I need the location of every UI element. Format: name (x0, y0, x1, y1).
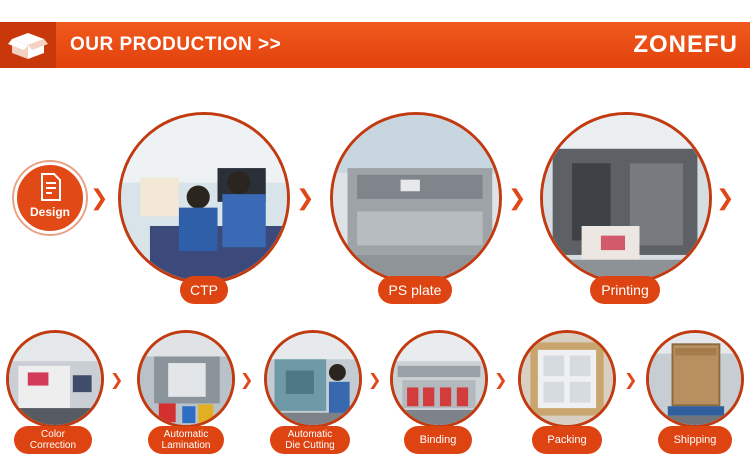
ps-plate-photo (330, 112, 502, 284)
shipping-photo (646, 330, 744, 428)
ctp-photo (118, 112, 290, 284)
packing-label: Packing (532, 426, 602, 454)
document-icon (41, 173, 61, 201)
arrow-icon: ❯ (716, 185, 735, 210)
ctp-label: CTP (180, 276, 228, 304)
arrow-icon: ❯ (110, 372, 124, 389)
arrow-icon: ❯ (296, 185, 315, 210)
printing-photo (540, 112, 712, 284)
binding-photo (390, 330, 488, 428)
printing-label: Printing (590, 276, 660, 304)
lamination-label: Automatic Lamination (148, 426, 224, 454)
ps-plate-label: PS plate (378, 276, 452, 304)
die-cutting-label: Automatic Die Cutting (270, 426, 350, 454)
arrow-icon: ❯ (90, 185, 109, 210)
die-cutting-photo (264, 330, 362, 428)
box-icon (8, 33, 48, 59)
arrow-icon: ❯ (368, 372, 382, 389)
packing-photo (518, 330, 616, 428)
shipping-label: Shipping (658, 426, 732, 454)
header-banner: OUR PRODUCTION >> ZONEFU (0, 22, 750, 68)
arrow-icon: ❯ (508, 185, 527, 210)
arrow-icon: ❯ (624, 372, 638, 389)
design-step: Design (14, 162, 86, 234)
binding-label: Binding (404, 426, 472, 454)
color-correction-photo (6, 330, 104, 428)
brand-name: ZONEFU (633, 31, 738, 58)
banner-title: OUR PRODUCTION >> (70, 34, 282, 55)
arrow-icon: ❯ (494, 372, 508, 389)
lamination-photo (137, 330, 235, 428)
color-correction-label: Color Correction (14, 426, 92, 454)
arrow-icon: ❯ (240, 372, 254, 389)
banner-icon-tab (0, 22, 56, 68)
design-label: Design (29, 205, 70, 219)
